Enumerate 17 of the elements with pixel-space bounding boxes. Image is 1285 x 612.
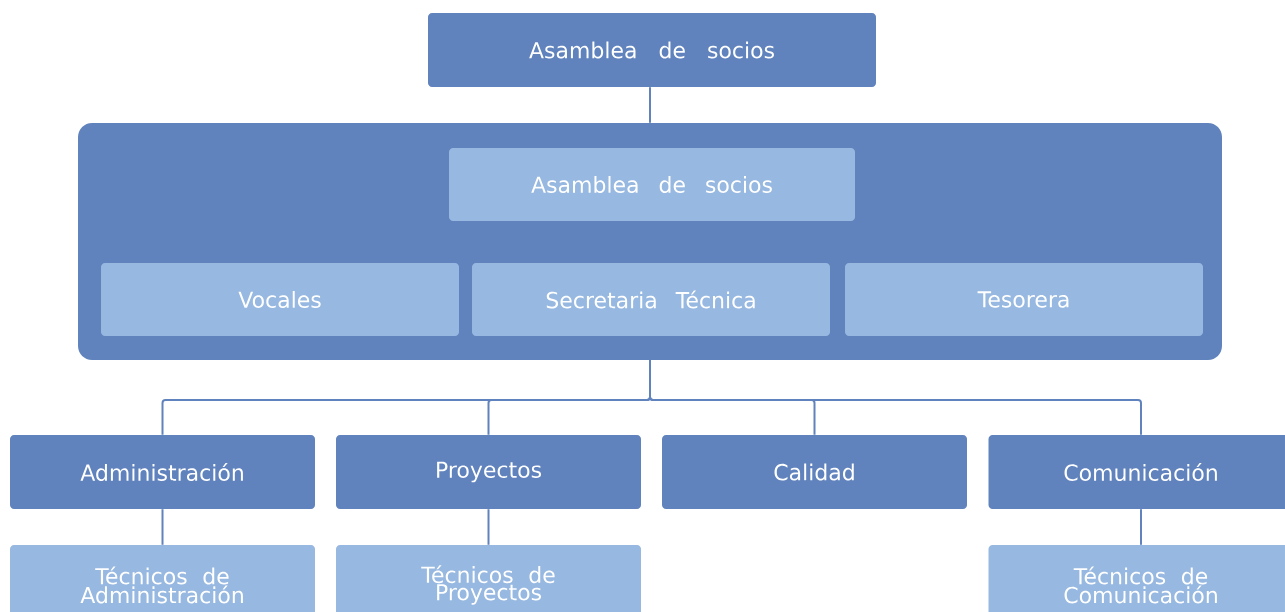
connector-line [649,86,651,124]
staff-box: Técnicos de Comunicación [988,545,1285,612]
role-box: Secretaria Técnica [472,263,830,336]
role-box: Tesorera [845,263,1203,336]
staff-box: Técnicos de Administración [10,545,315,612]
role-box: Vocales [101,263,459,336]
department-box: Administración [10,435,315,509]
role-box: Asamblea de socios [449,148,855,221]
connector-line [487,508,490,546]
connector-line [161,508,164,546]
department-box: Calidad [662,435,967,509]
role-box: Asamblea de socios [428,13,876,87]
department-box: Comunicación [988,435,1285,509]
connector-line [1140,508,1142,546]
staff-box: Técnicos de Proyectos [336,545,641,612]
department-box: Proyectos [336,435,641,509]
connector-line [649,359,1142,436]
